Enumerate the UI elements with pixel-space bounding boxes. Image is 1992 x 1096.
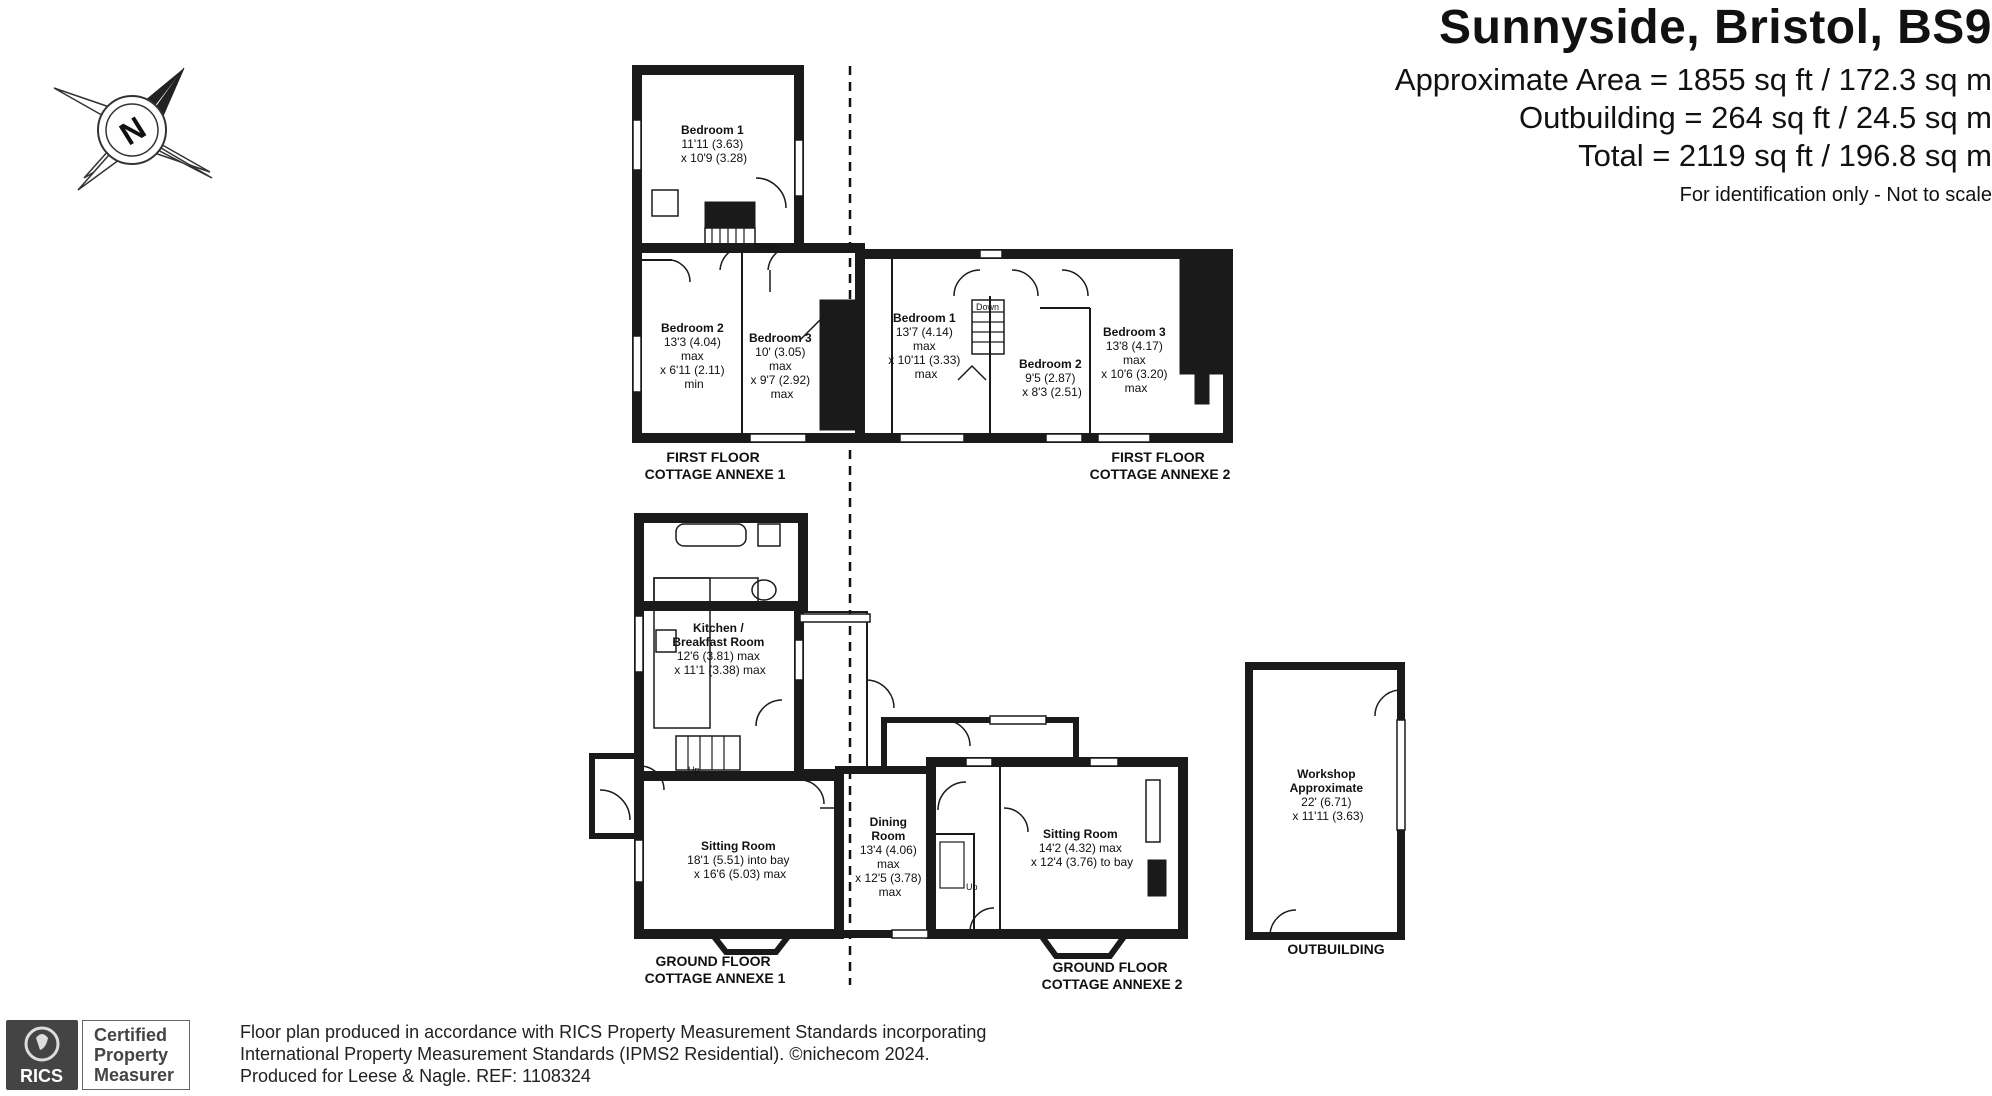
room-a2-bedroom2: Bedroom 2 9'5 (2.87) x 8'3 (2.51) (1019, 357, 1085, 399)
stair-label-down-annexe2: Down (976, 302, 999, 312)
room-workshop: Workshop Approximate 22' (6.71) x 11'11 … (1290, 767, 1367, 823)
room-a1-bedroom3: Bedroom 3 10' (3.05) max x 9'7 (2.92) ma… (749, 331, 815, 401)
rics-logo: RICS (6, 1020, 78, 1090)
stair-label-up-annexe1: Up (688, 765, 700, 775)
north-compass-icon: N (53, 67, 213, 191)
property-title: Sunnyside, Bristol, BS9 (1439, 1, 1992, 54)
caption-ground-floor-annexe2: GROUND FLOOR COTTAGE ANNEXE 2 (1042, 959, 1183, 992)
first-floor-annexe1-plan (632, 65, 865, 443)
identification-note: For identification only - Not to scale (1679, 184, 1992, 206)
outbuilding-area: Outbuilding = 264 sq ft / 24.5 sq m (1518, 100, 1992, 135)
room-a2-bedroom3: Bedroom 3 13'8 (4.17) max x 10'6 (3.20) … (1101, 325, 1171, 395)
first-floor-annexe2-plan (855, 249, 1233, 443)
total-area: Total = 2119 sq ft / 196.8 sq m (1578, 138, 1992, 173)
caption-ground-floor-annexe1: GROUND FLOOR COTTAGE ANNEXE 1 (645, 953, 786, 986)
badge-certified: Certified (94, 1025, 168, 1045)
room-a1-bedroom2: Bedroom 2 13'3 (4.04) max x 6'11 (2.11) … (660, 321, 728, 391)
room-a2-bedroom1: Bedroom 1 13'7 (4.14) max x 10'11 (3.33)… (888, 311, 963, 381)
rics-lion-icon (24, 1026, 60, 1062)
outbuilding-plan (1245, 662, 1406, 940)
stair-label-down-annexe1: Down (755, 242, 778, 252)
certified-box (82, 1020, 190, 1090)
stair-label-up-annexe2: Up (966, 882, 978, 892)
room-a1-bedroom1: Bedroom 1 11'11 (3.63) x 10'9 (3.28) (681, 123, 747, 165)
ground-floor-annexe1-plan (589, 513, 895, 955)
badge-measurer: Measurer (94, 1065, 175, 1085)
caption-outbuilding: OUTBUILDING (1287, 941, 1384, 957)
approximate-area: Approximate Area = 1855 sq ft / 172.3 sq… (1394, 62, 1992, 97)
footer-ipms-line: International Property Measurement Stand… (240, 1044, 930, 1064)
footer-standards-line: Floor plan produced in accordance with R… (240, 1022, 987, 1042)
room-a1-sitting-room: Sitting Room 18'1 (5.51) into bay x 16'6… (687, 839, 793, 881)
caption-first-floor-annexe2: FIRST FLOOR COTTAGE ANNEXE 2 (1090, 449, 1231, 482)
ground-floor-annexe2-plan (835, 715, 1188, 959)
room-dining-room: Dining Room 13'4 (4.06) max x 12'5 (3.78… (855, 815, 925, 899)
room-a2-sitting-room: Sitting Room 14'2 (4.32) max x 12'4 (3.7… (1031, 827, 1133, 869)
rics-label: RICS (20, 1066, 64, 1086)
rics-certified-badge: RICS (6, 1020, 190, 1090)
room-kitchen-breakfast: Kitchen / Breakfast Room 12'6 (3.81) max… (672, 621, 767, 677)
badge-property: Property (94, 1045, 169, 1065)
caption-first-floor-annexe1: FIRST FLOOR COTTAGE ANNEXE 1 (645, 449, 786, 482)
footer-reference-line: Produced for Leese & Nagle. REF: 1108324 (240, 1066, 591, 1086)
